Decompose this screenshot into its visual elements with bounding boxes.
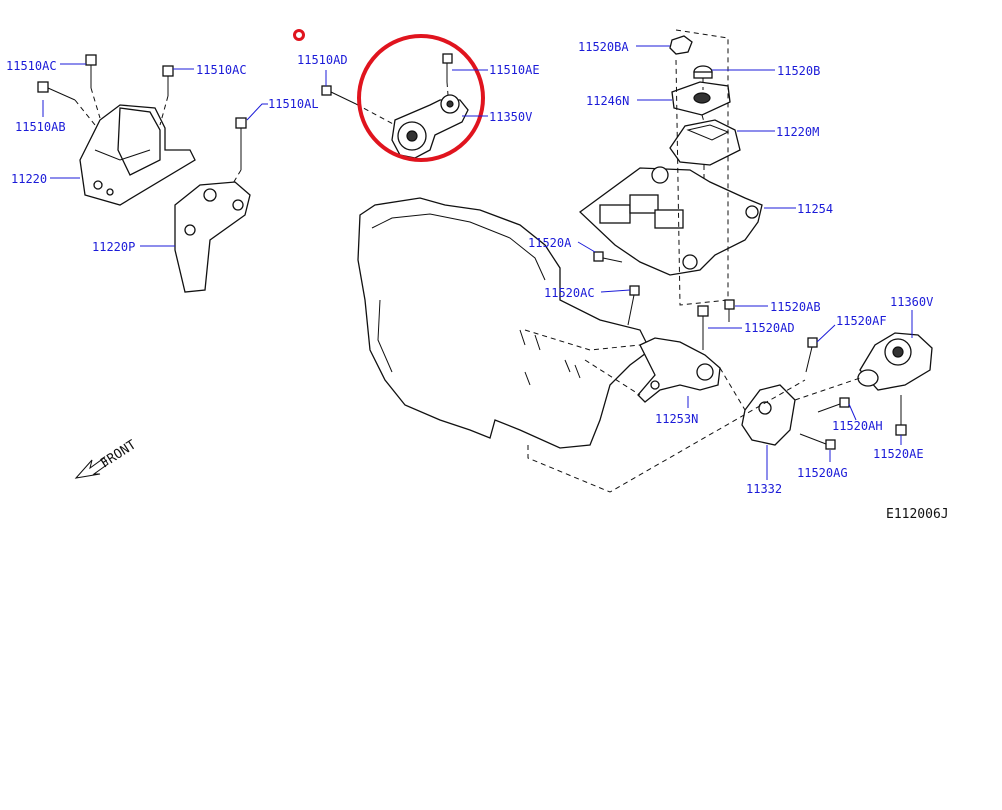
- highlight-dot: [293, 29, 305, 41]
- nut-11520BA: [669, 35, 693, 55]
- label-11360V: 11360V: [890, 295, 933, 309]
- label-11220P: 11220P: [92, 240, 135, 254]
- diagram-reference-code: E112006J: [886, 507, 949, 520]
- label-11520AF: 11520AF: [836, 314, 887, 328]
- bolt-11520AF: [805, 337, 818, 373]
- label-11510AD: 11510AD: [297, 53, 348, 67]
- bolt-11510AC-left: [85, 54, 97, 88]
- label-11520AC: 11520AC: [544, 286, 595, 300]
- bracket-11332: [741, 384, 796, 446]
- bracket-11254: [578, 166, 763, 276]
- bolt-11520AD: [697, 305, 709, 350]
- mount-11360V: [857, 332, 933, 391]
- label-11520AD: 11520AD: [744, 321, 795, 335]
- label-11520A: 11520A: [528, 236, 572, 250]
- front-arrow-icon: [74, 457, 109, 479]
- bolt-11510AB: [37, 81, 76, 101]
- label-11510AL: 11510AL: [268, 97, 319, 111]
- engine-mount-11220: [79, 104, 196, 206]
- plate-11246N: [671, 81, 731, 116]
- label-11220M: 11220M: [776, 125, 819, 139]
- bolt-11510AD: [321, 85, 357, 105]
- label-11510AC-right: 11510AC: [196, 63, 247, 77]
- bolt-11520AH: [817, 397, 850, 413]
- front-indicator: FRONT: [74, 437, 139, 479]
- front-label: FRONT: [98, 437, 139, 471]
- label-11520AH: 11520AH: [832, 419, 883, 433]
- label-11254: 11254: [797, 202, 833, 216]
- label-11220: 11220: [11, 172, 47, 186]
- highlight-ring: [357, 34, 485, 162]
- bolt-11520AC: [627, 285, 640, 326]
- label-11332: 11332: [746, 482, 782, 496]
- bracket-11220P: [174, 181, 251, 293]
- label-11350V: 11350V: [489, 110, 532, 124]
- bracket-11253N: [637, 337, 721, 403]
- bolt-11510AE-top: [442, 53, 453, 82]
- label-11246N: 11246N: [586, 94, 629, 108]
- torque-rod-11350V: [391, 94, 469, 159]
- diagram-canvas: 11510AC 11510AC 11510AB 11220 11220P 115…: [6, 29, 949, 522]
- bolt-11520A: [593, 251, 623, 263]
- bolt-11520AB: [724, 299, 735, 322]
- engine-block: [357, 197, 651, 449]
- label-11510AE-top: 11510AE: [489, 63, 540, 77]
- label-11520BA: 11520BA: [578, 40, 629, 54]
- washer-11520B: [693, 65, 713, 79]
- label-11520B: 11520B: [777, 64, 820, 78]
- bolt-11520AE-right: [895, 395, 907, 436]
- label-11520AE-right: 11520AE: [873, 447, 924, 461]
- parts-diagram: 11510AC 11510AC 11510AB 11220 11220P 115…: [6, 29, 949, 522]
- bolt-11510AC-right: [162, 65, 174, 96]
- label-11253N: 11253N: [655, 412, 698, 426]
- part-labels: 11510AC 11510AC 11510AB 11220 11220P 115…: [6, 40, 933, 496]
- bolt-11520AG: [799, 433, 836, 450]
- label-11510AB: 11510AB: [15, 120, 66, 134]
- label-11510AC-left: 11510AC: [6, 59, 57, 73]
- label-11520AB: 11520AB: [770, 300, 821, 314]
- bolt-11510AL: [235, 117, 247, 170]
- leader-lines: [42, 45, 913, 480]
- insulator-11220M: [669, 119, 741, 166]
- label-11520AG: 11520AG: [797, 466, 848, 480]
